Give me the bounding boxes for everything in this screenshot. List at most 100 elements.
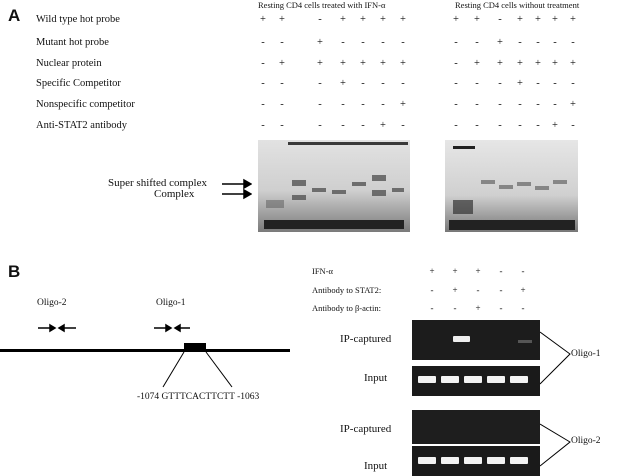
sign-cell: + <box>360 14 366 25</box>
panel-b-letter: B <box>8 262 21 281</box>
sign-cell: - <box>381 37 385 48</box>
sign-cell: - <box>261 99 265 110</box>
sign-cell: - <box>454 99 458 110</box>
ip-captured-label-1: IP-captured <box>340 333 392 345</box>
sign-cell: - <box>536 37 540 48</box>
super-shifted-complex-label: Super shifted complex <box>108 177 207 189</box>
sign-cell: - <box>361 37 365 48</box>
emsa-gel-treated-image <box>258 140 410 232</box>
oligo-brackets <box>540 331 571 467</box>
sign-cell: - <box>518 99 522 110</box>
ip-gel-oligo2 <box>412 410 540 444</box>
header-untreated: Resting CD4 cells without treatment <box>455 0 580 10</box>
bracket-oligo-2: Oligo-2 <box>571 436 601 446</box>
chip-sign-cell: + <box>475 266 481 276</box>
chip-sign-cell: - <box>476 285 480 295</box>
sign-cell: - <box>318 78 322 89</box>
row-label: Nuclear protein <box>36 58 102 69</box>
sign-cell: - <box>571 120 575 131</box>
sign-cell: - <box>280 78 284 89</box>
sign-cell: - <box>475 78 479 89</box>
sign-cell: - <box>536 99 540 110</box>
ip-band-stat2 <box>453 336 470 342</box>
complex-label: Complex <box>154 188 195 200</box>
sign-cell: - <box>475 37 479 48</box>
sign-cell: + <box>340 78 346 89</box>
complex-arrows <box>222 178 252 200</box>
sign-cell: - <box>361 78 365 89</box>
chip-condition-label: IFN-α <box>312 266 333 276</box>
chip-condition-label: Antibody to β-actin: <box>312 303 382 313</box>
arrow-right-icon <box>165 323 173 333</box>
chip-sign-cell: - <box>499 266 503 276</box>
chip-sign-cell: + <box>452 266 458 276</box>
sign-cell: + <box>570 99 576 110</box>
sign-cell: - <box>536 120 540 131</box>
sign-cell: + <box>552 120 558 131</box>
sign-cell: + <box>474 14 480 25</box>
chip-sign-cell: - <box>521 266 525 276</box>
sign-cell: + <box>380 120 386 131</box>
row-label: Specific Competitor <box>36 78 121 89</box>
emsa-gel-untreated-image <box>445 140 578 232</box>
chip-sign-cell: + <box>475 303 481 313</box>
dna-line <box>0 349 290 352</box>
sign-cell: - <box>553 78 557 89</box>
chip-sign-cell: - <box>499 303 503 313</box>
chip-sign-cell: - <box>521 303 525 313</box>
sign-cell: - <box>553 37 557 48</box>
input-label-2: Input <box>364 460 388 472</box>
sign-cell: - <box>280 37 284 48</box>
sign-cell: - <box>318 99 322 110</box>
sign-cell: + <box>497 37 503 48</box>
panel-a-letter: A <box>8 6 21 25</box>
sign-cell: - <box>498 120 502 131</box>
sign-cell: - <box>454 78 458 89</box>
sign-cell: + <box>517 14 523 25</box>
sign-cell: - <box>454 120 458 131</box>
sign-cell: + <box>517 78 523 89</box>
row-label: Mutant hot probe <box>36 37 109 48</box>
sign-cell: - <box>361 99 365 110</box>
sign-cell: - <box>401 37 405 48</box>
chip-sign-cell: - <box>499 285 503 295</box>
sign-cell: + <box>552 14 558 25</box>
sign-cell: + <box>474 58 480 69</box>
sign-cell: + <box>570 58 576 69</box>
sign-cell: - <box>261 78 265 89</box>
sign-cell: - <box>401 120 405 131</box>
chip-gels <box>412 320 540 476</box>
sign-cell: + <box>340 58 346 69</box>
sign-cell: + <box>260 14 266 25</box>
input-label-1: Input <box>364 372 388 384</box>
sign-cell: - <box>381 99 385 110</box>
sign-cell: - <box>498 99 502 110</box>
chip-sign-cell: - <box>453 303 457 313</box>
sign-cell: - <box>553 99 557 110</box>
chip-sign-cell: - <box>430 285 434 295</box>
sign-cell: + <box>340 14 346 25</box>
chip-sign-cell: + <box>429 266 435 276</box>
chip-sign-cell: - <box>430 303 434 313</box>
chip-sign-cell: + <box>452 285 458 295</box>
sign-cell: + <box>497 58 503 69</box>
arrow-left-icon <box>57 323 65 333</box>
sign-cell: + <box>552 58 558 69</box>
sign-cell: - <box>571 37 575 48</box>
sign-cell: - <box>318 120 322 131</box>
row-label: Nonspecific competitor <box>36 99 135 110</box>
sign-cell: + <box>453 14 459 25</box>
sign-cell: - <box>341 99 345 110</box>
sign-cell: + <box>380 58 386 69</box>
sign-cell: + <box>317 58 323 69</box>
oligo-2-label: Oligo-2 <box>37 298 67 308</box>
sign-cell: + <box>400 99 406 110</box>
row-label: Wild type hot probe <box>36 14 120 25</box>
sign-cell: + <box>535 14 541 25</box>
chip-condition-label: Antibody to STAT2: <box>312 285 382 295</box>
oligo-1-label: Oligo-1 <box>156 298 186 308</box>
stat-binding-site-box <box>184 343 206 352</box>
emsa-gel-untreated <box>445 140 578 232</box>
sign-cell: - <box>454 37 458 48</box>
arrow-right-icon <box>49 323 57 333</box>
